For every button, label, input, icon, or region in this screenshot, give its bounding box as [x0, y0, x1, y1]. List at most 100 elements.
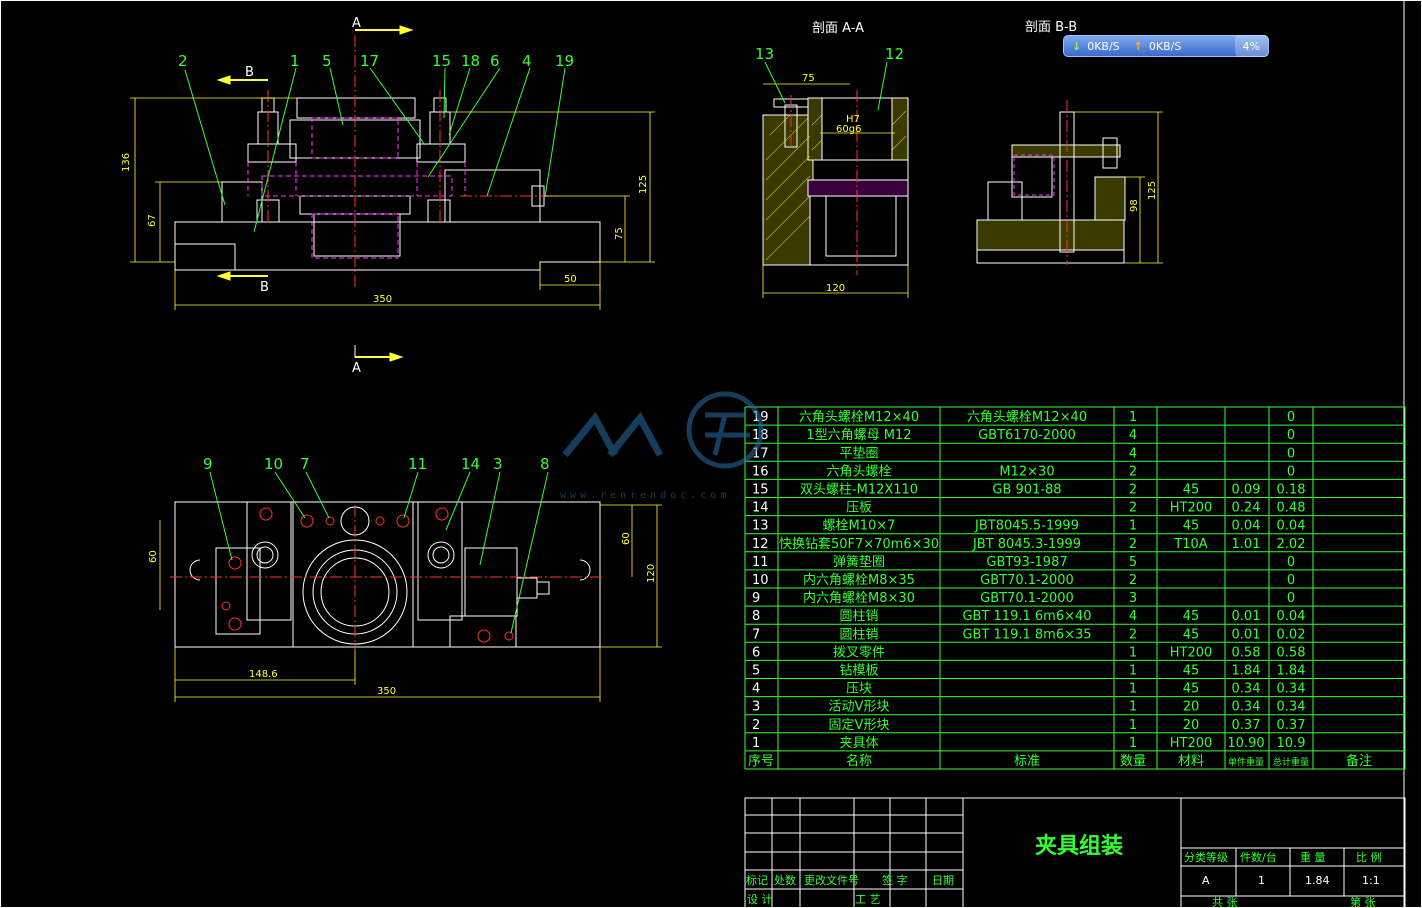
section-bb-title: 剖面 B-B — [1025, 20, 1077, 35]
bom-cell-total-weight: 0 — [1287, 555, 1295, 570]
callout-19: 19 — [555, 52, 574, 70]
bom-cell-total-weight: 1.84 — [1277, 664, 1306, 679]
top-view-holes — [221, 507, 514, 643]
download-speed: 0KB/S — [1087, 39, 1120, 53]
network-speed-widget[interactable]: ↓ 0KB/S ↑ 0KB/S 4% — [1063, 35, 1269, 57]
section-aa — [762, 97, 909, 266]
bb-dim-98: 98 — [1129, 199, 1140, 212]
bom-cell-total-weight: 0.34 — [1277, 700, 1306, 715]
section-mark-labels: A A B B — [245, 16, 361, 376]
bom-cell-total-weight: 0.02 — [1277, 627, 1306, 642]
bom-cell-name: 压块 — [846, 682, 872, 697]
svg-text:11: 11 — [408, 455, 427, 473]
bom-cell-no: 19 — [752, 410, 769, 425]
bom-cell-total-weight: 0 — [1287, 573, 1295, 588]
svg-text:60: 60 — [621, 532, 632, 545]
bom-cell-qty: 1 — [1129, 664, 1137, 679]
bb-dim-125: 125 — [1147, 181, 1158, 200]
bom-cell-no: 13 — [752, 519, 769, 534]
bom-cell-name: 圆柱销 — [839, 609, 878, 624]
bom-cell-unit-weight: 0.09 — [1232, 483, 1261, 498]
bom-cell-unit-weight: 0.58 — [1232, 645, 1261, 660]
bom-cell-unit-weight: 0.01 — [1232, 627, 1261, 642]
bom-cell-name: 拨叉零件 — [833, 645, 885, 660]
bom-header-unit-weight: 单件重量 — [1228, 756, 1264, 768]
top-view-leaders — [209, 471, 549, 634]
svg-text:350: 350 — [377, 686, 396, 697]
bom-cell-qty: 1 — [1129, 718, 1137, 733]
bom-cell-no: 2 — [752, 718, 760, 733]
bom-cell-unit-weight: 10.90 — [1227, 736, 1264, 751]
bom-cell-standard: JBT8045.5-1999 — [974, 519, 1079, 534]
bom-cell-name: 压板 — [846, 501, 872, 516]
bom-cell-standard: M12×30 — [999, 464, 1054, 479]
bom-cell-standard: GBT70.1-2000 — [980, 591, 1074, 606]
bom-cell-total-weight: 0.58 — [1277, 645, 1306, 660]
svg-text:75: 75 — [614, 227, 625, 240]
callout-12-aa: 12 — [885, 45, 904, 63]
bom-header-note: 备注 — [1346, 753, 1372, 769]
bom-cell-qty: 2 — [1129, 627, 1137, 642]
bom-header-name: 名称 — [846, 753, 872, 769]
bom-cell-material: 20 — [1183, 700, 1200, 715]
svg-text:日期: 日期 — [932, 874, 954, 887]
bom-cell-unit-weight: 0.34 — [1232, 700, 1261, 715]
bom-cell-no: 3 — [752, 700, 760, 715]
bom-cell-qty: 5 — [1129, 555, 1137, 570]
bom-cell-no: 7 — [752, 627, 760, 642]
bom-cell-name: 活动V形块 — [829, 700, 890, 715]
svg-text:B: B — [260, 280, 269, 295]
bom-cell-unit-weight: 0.01 — [1232, 609, 1261, 624]
svg-text:3: 3 — [493, 455, 503, 473]
front-view-leaders — [184, 67, 566, 233]
bom-cell-total-weight: 10.9 — [1277, 736, 1306, 751]
bom-cell-unit-weight: 0.34 — [1232, 682, 1261, 697]
bom-cell-no: 8 — [752, 609, 760, 624]
svg-text:10: 10 — [264, 455, 283, 473]
bom-cell-name: 内六角螺栓M8×30 — [803, 590, 915, 606]
bom-cell-qty: 1 — [1129, 519, 1137, 534]
bom-cell-standard: GBT 119.1 8m6×35 — [962, 627, 1091, 642]
top-view-callouts: 9 10 7 11 14 3 8 — [203, 455, 550, 473]
bom-cell-name: 固定V形块 — [829, 718, 890, 733]
bom-cell-qty: 1 — [1129, 700, 1137, 715]
bom-cell-name: 夹具体 — [839, 736, 878, 751]
bom-cell-material: HT200 — [1170, 645, 1213, 660]
section-aa-title: 剖面 A-A — [812, 21, 864, 36]
bom-cell-material: T10A — [1173, 537, 1207, 552]
download-arrow-icon: ↓ — [1072, 39, 1082, 53]
callout-5: 5 — [322, 52, 332, 70]
bom-cell-total-weight: 0.37 — [1277, 718, 1306, 733]
bom-cell-qty: 4 — [1129, 609, 1137, 624]
bom-cell-qty: 1 — [1129, 645, 1137, 660]
bom-cell-standard: GBT 119.1 6m6×40 — [962, 609, 1091, 624]
callout-15: 15 — [432, 52, 451, 70]
bom-cell-unit-weight: 1.84 — [1232, 664, 1261, 679]
svg-text:重 量: 重 量 — [1300, 850, 1326, 864]
bom-cell-name: 双头螺柱-M12X110 — [800, 483, 918, 498]
bom-cell-unit-weight: 0.04 — [1232, 519, 1261, 534]
bom-cell-no: 15 — [752, 483, 769, 498]
bom-cell-no: 1 — [752, 736, 760, 751]
bom-cell-no: 14 — [752, 501, 769, 516]
svg-text:350: 350 — [373, 294, 392, 305]
bom-cell-total-weight: 0 — [1287, 591, 1295, 606]
bom-cell-qty: 2 — [1129, 573, 1137, 588]
bom-cell-no: 5 — [752, 664, 760, 679]
bom-cell-total-weight: 2.02 — [1277, 537, 1306, 552]
callout-4: 4 — [522, 52, 532, 70]
bom-cell-no: 17 — [752, 446, 769, 461]
bom-cell-qty: 2 — [1129, 483, 1137, 498]
cpu-percent: 4% — [1234, 35, 1268, 57]
bom-cell-unit-weight: 0.24 — [1232, 501, 1261, 516]
section-marks — [216, 25, 414, 362]
title-block-values: A 1 1.84 1:1 — [1202, 874, 1380, 887]
bom-cell-name: 六角头螺栓 — [826, 464, 891, 479]
bom-cell-material: 45 — [1183, 682, 1200, 697]
bom-cell-material: 45 — [1183, 519, 1200, 534]
bom-cell-name: 钻模板 — [839, 664, 878, 679]
section-bb-hidden — [1013, 154, 1055, 196]
bom-cell-standard: GBT6170-2000 — [978, 428, 1076, 443]
svg-text:14: 14 — [461, 455, 480, 473]
